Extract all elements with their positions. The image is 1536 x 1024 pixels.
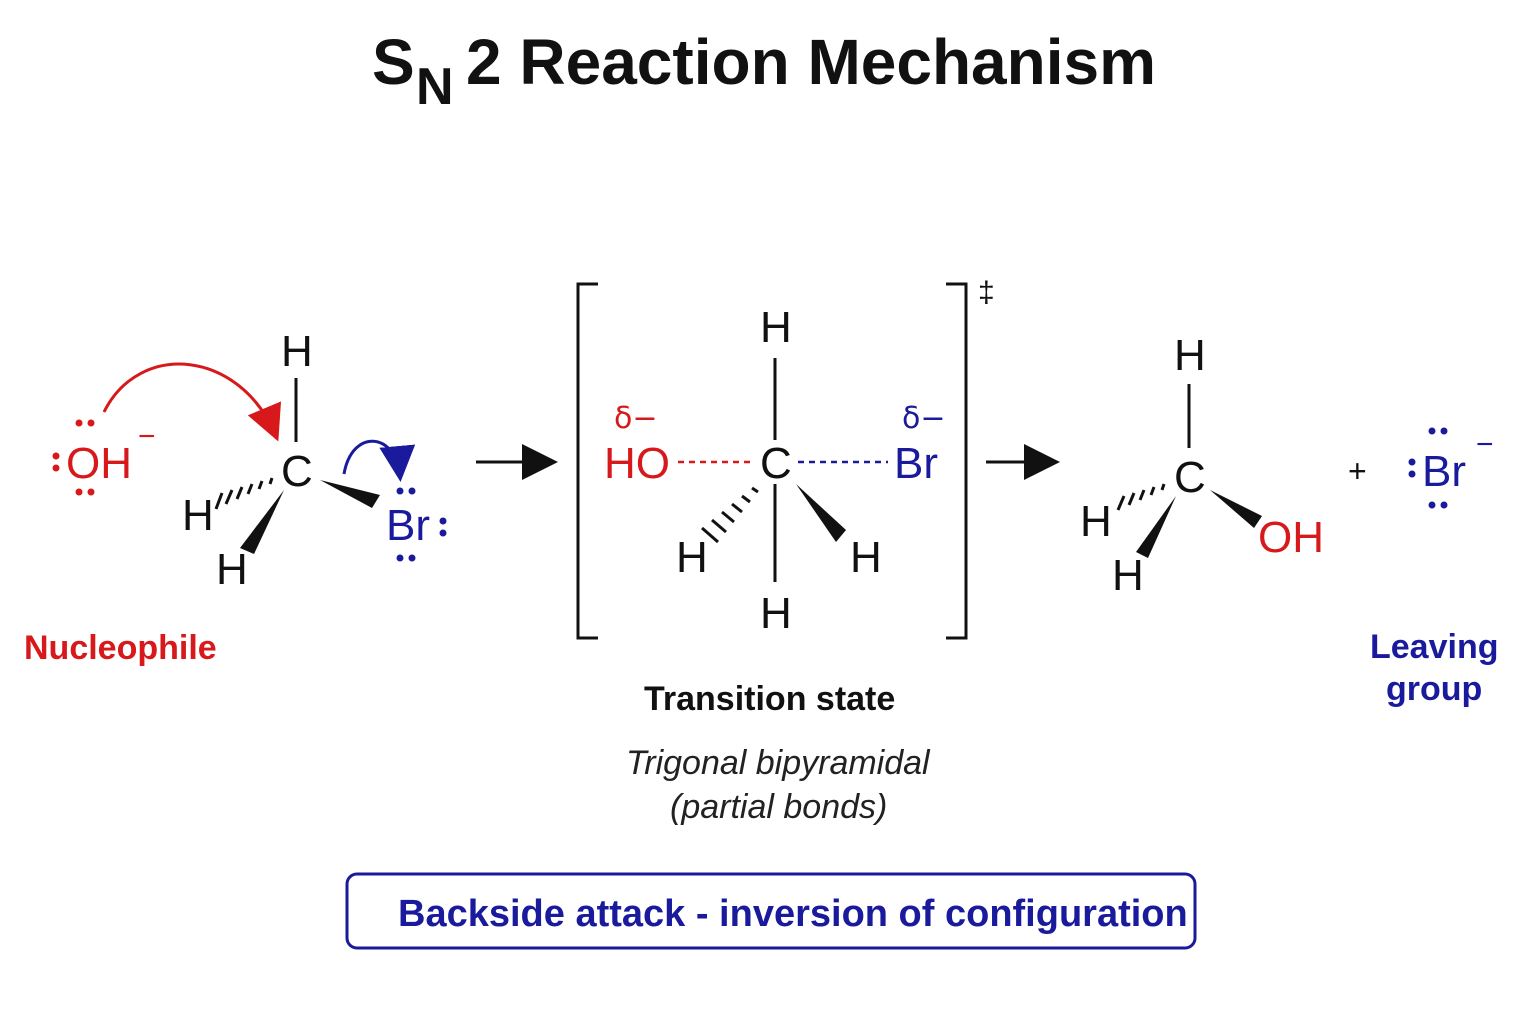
ts-wedge-right <box>796 484 846 542</box>
lone-pair-dot <box>1428 427 1436 435</box>
wedge-bond-bottom <box>240 490 284 554</box>
ts-h-top: H <box>760 303 792 352</box>
bromide-ion: Br − Leaving group <box>1370 427 1498 708</box>
lone-pair-dot <box>75 419 83 427</box>
nucleophile-group: OH − Nucleophile <box>24 419 217 667</box>
substrate-leaving-atom: Br <box>386 501 430 550</box>
lone-pair-dot <box>408 487 416 495</box>
product-h-bottom: H <box>1112 551 1144 600</box>
lone-pair-dot <box>87 488 95 496</box>
geometry-line1: Trigonal bipyramidal <box>626 744 931 782</box>
title-subscript-n: N <box>416 58 454 116</box>
ts-h-bottom: H <box>760 589 792 638</box>
note-text: Backside attack - inversion of configura… <box>398 893 1188 935</box>
wedge-bond-br <box>320 480 380 508</box>
lone-pair-dot <box>87 419 95 427</box>
ts-h-right: H <box>850 533 882 582</box>
plus-sign: + <box>1348 453 1367 489</box>
nucleophile-label: Nucleophile <box>24 629 217 667</box>
transition-state-label: Transition state <box>644 680 895 718</box>
product-molecule: H C H H OH <box>1080 331 1324 600</box>
note-box: Backside attack - inversion of configura… <box>345 872 1197 950</box>
lone-pair-dot <box>52 464 60 472</box>
lone-pair-dot <box>408 554 416 562</box>
lone-pair-dot <box>1428 501 1436 509</box>
bromide-charge: − <box>1476 428 1494 461</box>
lone-pair-dot <box>75 488 83 496</box>
nucleophile-attack-arrow <box>102 362 281 442</box>
substrate-molecule: H C H H Br <box>182 327 447 594</box>
nucleophile-charge: − <box>138 420 156 453</box>
substrate-h-left: H <box>182 491 214 540</box>
bracket-right <box>946 282 968 640</box>
bromide-atom: Br <box>1422 447 1466 496</box>
product-wedge-oh <box>1210 490 1262 528</box>
lone-pair-dot <box>439 517 447 525</box>
ts-left-delta: δ− <box>614 401 658 436</box>
substrate-carbon: C <box>281 447 313 496</box>
note-border <box>345 872 1197 950</box>
page-title: S N 2 Reaction Mechanism <box>372 26 1156 116</box>
ts-right-group: Br <box>894 439 938 488</box>
hashed-bond-left <box>214 477 274 510</box>
product-oh: OH <box>1258 513 1324 562</box>
lone-pair-dot <box>52 452 60 460</box>
lone-pair-dot <box>439 529 447 537</box>
lone-pair-dot <box>396 487 404 495</box>
product-h-left: H <box>1080 497 1112 546</box>
leaving-group-arrow <box>342 439 416 482</box>
double-dagger: ‡ <box>978 276 995 309</box>
lone-pair-dot <box>1440 501 1448 509</box>
lone-pair-dot <box>1440 427 1448 435</box>
substrate-h-top: H <box>281 327 313 376</box>
title-rest: 2 Reaction Mechanism <box>466 26 1156 98</box>
title-s: S <box>372 26 415 98</box>
ts-left-group: HO <box>604 439 670 488</box>
lone-pair-dot <box>1408 470 1416 478</box>
ts-h-left: H <box>676 533 708 582</box>
product-wedge-bottom <box>1136 496 1176 558</box>
substrate-h-bottom: H <box>216 545 248 594</box>
ts-carbon: C <box>760 439 792 488</box>
product-h-top: H <box>1174 331 1206 380</box>
leaving-group-label-line2: group <box>1386 670 1482 708</box>
geometry-line2: (partial bonds) <box>670 788 887 826</box>
nucleophile-formula: OH <box>66 439 132 488</box>
bracket-left <box>576 282 598 640</box>
leaving-group-label-line1: Leaving <box>1370 628 1498 666</box>
ts-hashed-bond-left <box>701 486 759 544</box>
lone-pair-dot <box>1408 458 1416 466</box>
transition-state: ‡ δ− HO C δ− Br H H H H Transition state… <box>576 276 995 826</box>
product-hashed-bond-left <box>1116 483 1166 511</box>
lone-pair-dot <box>396 554 404 562</box>
ts-right-delta: δ− <box>902 401 946 436</box>
product-carbon: C <box>1174 453 1206 502</box>
